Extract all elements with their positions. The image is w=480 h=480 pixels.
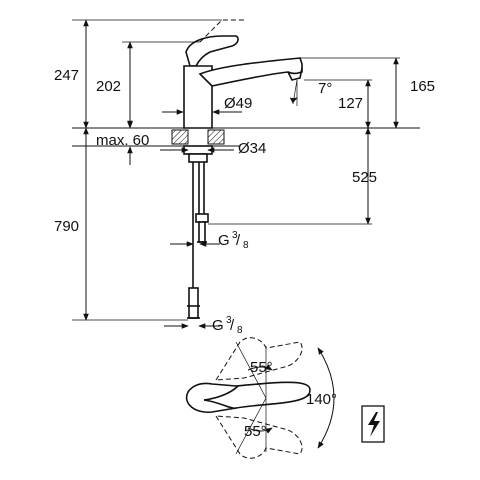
dimension-lines [72,19,400,329]
dim-connection-lower: G 3 / 8 [212,315,243,336]
dim-handle-height: 202 [96,78,121,95]
dim-overall-length: 790 [54,218,79,235]
dim-max-deck: max. 60 [96,132,149,149]
lightning-bolt-icon [361,405,385,443]
connection-lower-num: 3 [226,315,232,326]
faucet-top-view [185,337,335,459]
dim-hose-length: 525 [352,169,377,186]
rotation-labels: 55° 55° 140° [244,359,337,440]
dim-connection-upper: G 3 / 8 [218,230,249,251]
dim-spout-angle: 7° [318,80,332,97]
connection-upper-slash: / [236,232,241,249]
connection-lower-den: 8 [237,325,243,336]
dim-base-diameter: Ø49 [224,95,252,112]
dim-total-height: 247 [54,67,79,84]
rotation-swivel-range: 140° [306,391,337,408]
dim-spout-height: 165 [410,78,435,95]
connection-lower-slash: / [230,317,235,334]
connection-upper-num: 3 [232,230,238,241]
connection-upper-main: G [218,232,230,249]
supply-hoses [187,162,209,319]
countertop [72,127,420,163]
connection-upper-den: 8 [243,240,249,251]
dimension-labels: 247 202 165 127 7° Ø49 max. 60 Ø34 525 7… [54,67,435,336]
dim-spout-clearance: 127 [338,95,363,112]
faucet-side-view [183,19,303,129]
connection-lower-main: G [212,317,224,334]
rotation-upper-angle: 55° [250,359,273,376]
dim-hole-diameter: Ø34 [238,140,266,157]
rotation-lower-angle: 55° [244,423,267,440]
